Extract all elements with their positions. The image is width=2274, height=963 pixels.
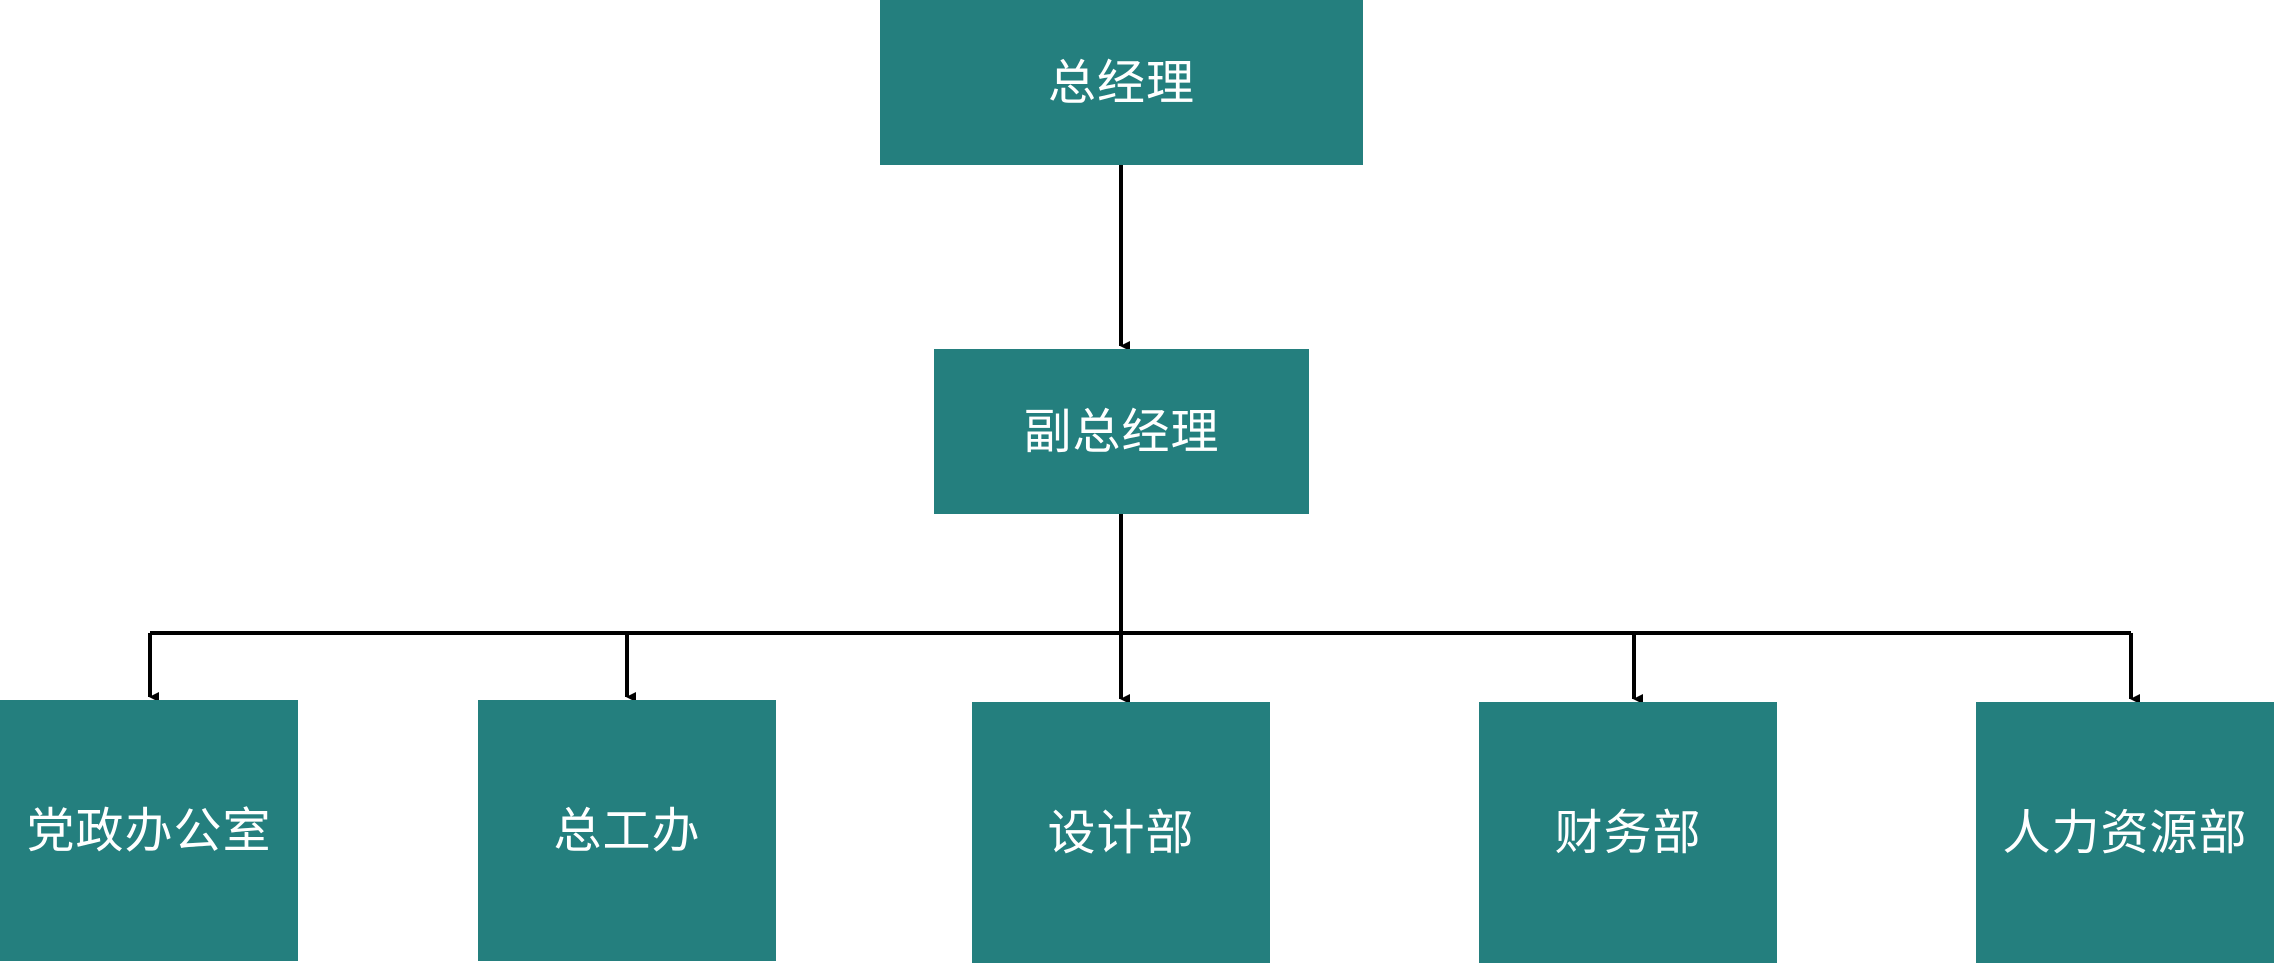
node-chief-engineer-office: 总工办	[478, 700, 776, 961]
node-party-office: 党政办公室	[0, 700, 298, 961]
node-finance-dept: 财务部	[1479, 702, 1777, 963]
node-label-hr-dept: 人力资源部	[2002, 804, 2248, 861]
node-label-deputy-general-manager: 副总经理	[1023, 403, 1220, 460]
node-label-design-dept: 设计部	[1047, 804, 1195, 861]
node-general-manager: 总经理	[880, 0, 1363, 165]
node-design-dept: 设计部	[972, 702, 1270, 963]
node-hr-dept: 人力资源部	[1976, 702, 2274, 963]
node-deputy-general-manager: 副总经理	[934, 349, 1309, 514]
node-label-finance-dept: 财务部	[1554, 804, 1702, 861]
node-label-party-office: 党政办公室	[26, 802, 272, 859]
node-label-chief-engineer-office: 总工办	[553, 802, 701, 859]
node-label-general-manager: 总经理	[1047, 54, 1195, 111]
